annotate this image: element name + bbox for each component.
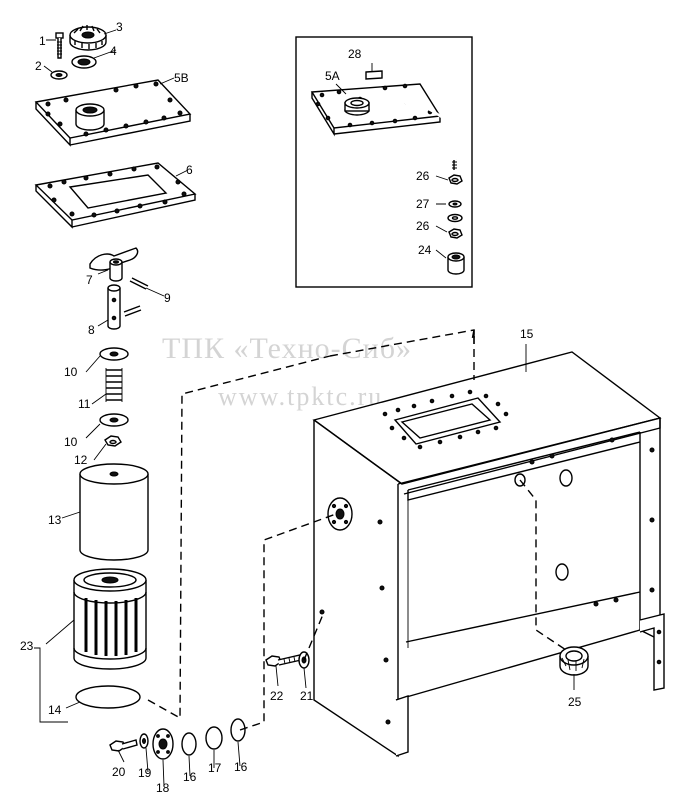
- wing-handle-part-7: [89, 247, 139, 282]
- watermark-url: www.tpktc.ru: [218, 382, 383, 411]
- callout-2: 2: [35, 59, 42, 73]
- callout-23: 23: [20, 639, 34, 653]
- callout-28: 28: [348, 47, 362, 61]
- plug-part-25: [559, 646, 589, 676]
- callout-10-lower: 10: [64, 435, 78, 449]
- callout-4: 4: [110, 44, 117, 58]
- callout-13: 13: [48, 513, 62, 527]
- callout-19: 19: [138, 766, 152, 780]
- filter-element-part-23: [73, 568, 147, 670]
- callout-20: 20: [112, 765, 126, 779]
- callout-10-upper: 10: [64, 365, 78, 379]
- callout-26-upper: 26: [416, 169, 430, 183]
- flange-part-18: [152, 728, 174, 760]
- disc-part-17: [205, 726, 223, 750]
- callout-5b: 5B: [174, 71, 189, 85]
- callout-3: 3: [116, 20, 123, 34]
- cover-plate-5b: [34, 79, 192, 147]
- shaft-part-8: [107, 284, 121, 330]
- bolt-part-22: [265, 654, 302, 667]
- callout-11: 11: [78, 397, 91, 411]
- callout-27: 27: [416, 197, 430, 211]
- assembly-line-filter: [147, 355, 331, 720]
- callout-7: 7: [86, 273, 93, 287]
- callout-22: 22: [270, 689, 284, 703]
- callout-24: 24: [418, 243, 432, 257]
- o-ring-part-14: [75, 685, 141, 709]
- gasket-part-16-left: [181, 732, 197, 756]
- gasket-part-16-right: [230, 718, 246, 742]
- callout-8: 8: [88, 323, 95, 337]
- callout-25: 25: [568, 695, 582, 709]
- callout-5a: 5A: [325, 69, 340, 83]
- callout-6: 6: [186, 163, 193, 177]
- callout-26-lower: 26: [416, 219, 430, 233]
- spring-part-11: [105, 368, 123, 402]
- inset-box: [295, 36, 473, 288]
- callout-21: 21: [300, 689, 314, 703]
- bolt-part-1: [55, 32, 64, 59]
- callout-18: 18: [156, 781, 170, 795]
- assembly-line-plug: [519, 479, 567, 651]
- pin-part-9: [123, 277, 149, 317]
- tank-part-15: [312, 344, 665, 758]
- callout-16-left: 16: [183, 770, 197, 784]
- callout-1: 1: [39, 34, 46, 48]
- callout-14: 14: [48, 703, 62, 717]
- nut-stack: [447, 174, 465, 275]
- cap-part-3: [69, 25, 107, 51]
- callout-9: 9: [164, 291, 171, 305]
- callout-12: 12: [74, 453, 88, 467]
- bolt-part-20: [109, 739, 138, 752]
- callout-16-right: 16: [234, 760, 248, 774]
- gasket-part-6: [34, 162, 197, 229]
- callout-15: 15: [520, 327, 534, 341]
- callout-17: 17: [208, 761, 222, 775]
- filter-cover-part-13: [79, 463, 149, 561]
